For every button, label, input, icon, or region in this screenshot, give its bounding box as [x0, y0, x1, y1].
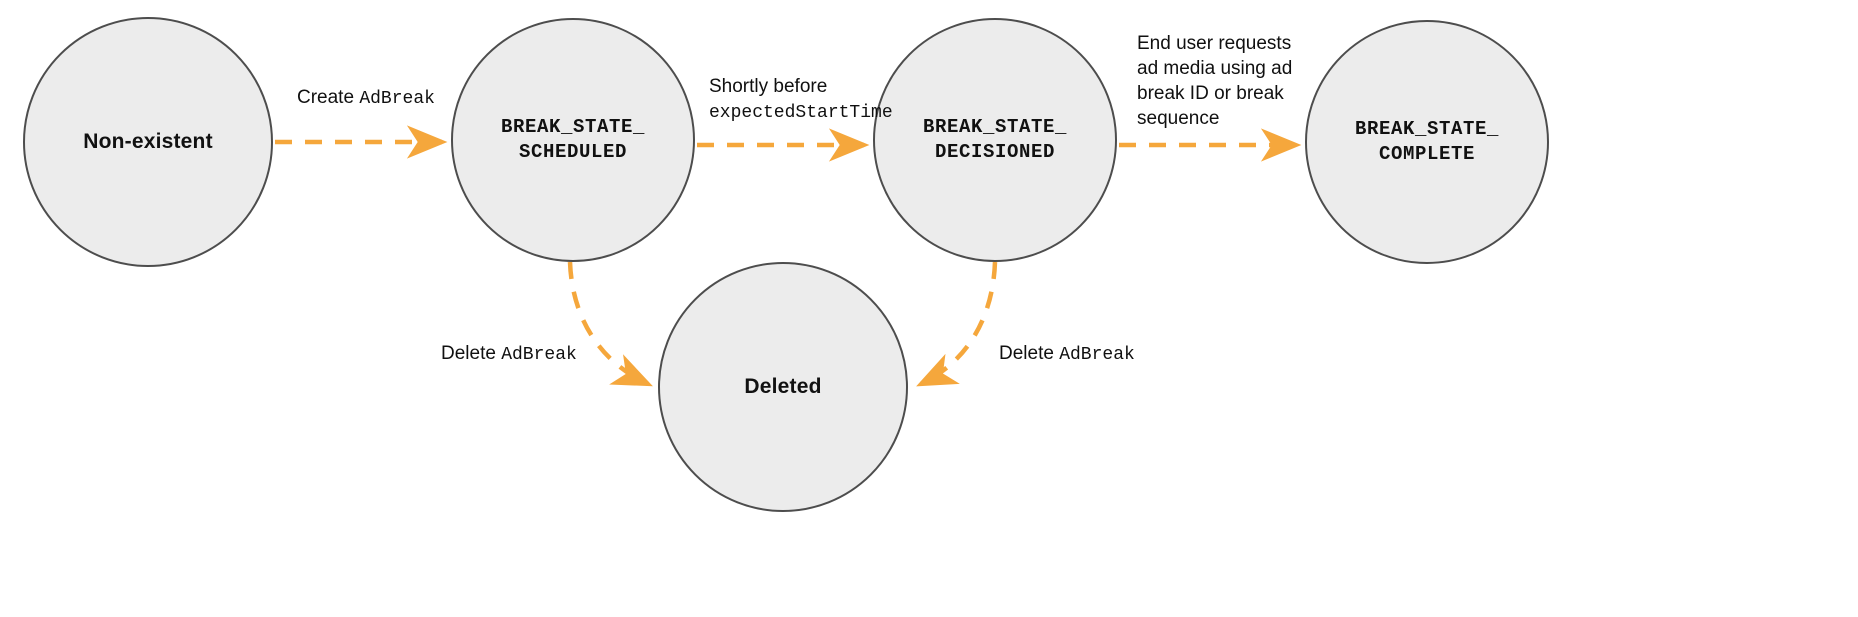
- edge-label-code: AdBreak: [359, 89, 435, 109]
- state-node-break-state-complete[interactable]: BREAK_STATE_ COMPLETE: [1305, 20, 1549, 264]
- state-node-break-state-scheduled[interactable]: BREAK_STATE_ SCHEDULED: [451, 18, 695, 262]
- state-node-break-state-decisioned[interactable]: BREAK_STATE_ DECISIONED: [873, 18, 1117, 262]
- edge-label-shortly-before-expected-start-time: Shortly before expectedStartTime: [709, 74, 893, 126]
- edge-label-code: expectedStartTime: [709, 103, 893, 124]
- edge-label-create-adbreak: Create AdBreak: [297, 85, 435, 112]
- edge-label-code: AdBreak: [501, 345, 577, 365]
- state-node-non-existent[interactable]: Non-existent: [23, 17, 273, 267]
- edge-label-text: Delete: [999, 343, 1060, 364]
- state-node-label: Non-existent: [83, 130, 213, 154]
- edge-delete-adbreak-from-decisioned: [916, 261, 998, 387]
- state-node-label: BREAK_STATE_ COMPLETE: [1354, 118, 1500, 165]
- state-node-label: BREAK_STATE_ SCHEDULED: [500, 116, 646, 163]
- edge-label-delete-adbreak-from-scheduled: Delete AdBreak: [441, 341, 577, 368]
- state-node-deleted[interactable]: Deleted: [658, 262, 908, 512]
- state-node-label: BREAK_STATE_ DECISIONED: [922, 116, 1068, 163]
- edge-label-delete-adbreak-from-decisioned: Delete AdBreak: [999, 341, 1135, 368]
- edge-label-text: Shortly before: [709, 76, 828, 97]
- state-node-label: Deleted: [744, 375, 822, 399]
- edge-label-end-user-requests-ad-media: End user requests ad media using ad brea…: [1137, 31, 1292, 131]
- edge-label-text: Create: [297, 87, 360, 108]
- edge-label-text: Delete: [441, 343, 502, 364]
- edge-delete-adbreak-from-scheduled: [567, 261, 653, 387]
- edge-label-text: End user requests ad media using ad brea…: [1137, 33, 1293, 130]
- edge-label-code: AdBreak: [1059, 345, 1135, 365]
